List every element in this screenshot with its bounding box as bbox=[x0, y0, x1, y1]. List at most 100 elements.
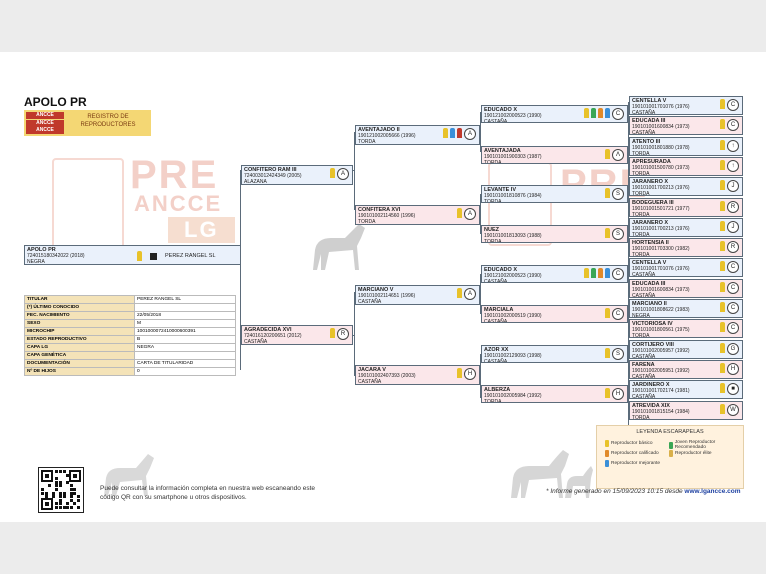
gen3-color: TORDA bbox=[484, 199, 502, 203]
gen2-name: JACARA V bbox=[358, 367, 386, 373]
gen2-color: TORDA bbox=[358, 139, 376, 145]
gen3-name: NUEZ bbox=[484, 227, 499, 233]
gen4-color: TORDA bbox=[632, 150, 650, 156]
ribbon-icon bbox=[720, 159, 725, 170]
brand-icon: H bbox=[464, 368, 476, 380]
gen3-card[interactable]: LEVANTE IV 190101001810876 (1984) TORDA … bbox=[481, 185, 628, 203]
gen4-id: 190101001501721 (1977) bbox=[632, 205, 690, 212]
gen4-name: ATENTO III bbox=[632, 138, 661, 145]
gen2-color: CASTAÑA bbox=[358, 379, 382, 385]
ribbon-icon bbox=[720, 383, 725, 394]
ribbon-icon bbox=[720, 403, 725, 414]
gen2-card[interactable]: JACARA V 190101002407393 (2003) CASTAÑA … bbox=[355, 365, 480, 385]
brand-icon: C bbox=[727, 99, 739, 111]
gen3-card[interactable]: AZOR XX 190101002129093 (1998) CASTAÑA S bbox=[481, 345, 628, 363]
gen3-card[interactable]: AVENTAJADA 190101001900303 (1987) TORDA … bbox=[481, 146, 628, 164]
gen2-card[interactable]: MARCIANO V 190101002114651 (1996) CASTAÑ… bbox=[355, 285, 480, 305]
gen4-color: CASTAÑA bbox=[632, 130, 656, 136]
qr-code[interactable] bbox=[38, 467, 84, 513]
legend-item: Reproductor mejorante bbox=[605, 460, 660, 467]
gen3-color: CASTAÑA bbox=[484, 319, 508, 323]
gen3-card[interactable]: EDUCADO X 190121002000523 (1990) CASTAÑA… bbox=[481, 105, 628, 123]
ribbon-icon bbox=[720, 322, 725, 333]
sire-card[interactable]: CONFITERO RAM III 724003012424349 (2005)… bbox=[241, 165, 353, 185]
legend-label: Reproductor élite bbox=[675, 451, 712, 456]
website-link[interactable]: www.lgancce.com bbox=[684, 488, 741, 495]
table-value: 0 bbox=[134, 367, 236, 376]
gen4-id: 190101002005957 (1992) bbox=[632, 347, 690, 354]
dam-card[interactable]: AGRADECIDA XVI 724016120200651 (2012) CA… bbox=[241, 325, 353, 345]
gen4-name: APRESURADA bbox=[632, 158, 671, 165]
gen4-name: JARANERO X bbox=[632, 219, 669, 226]
gen3-card[interactable]: EDUCADO X 190121002000523 (1990) CASTAÑA… bbox=[481, 265, 628, 283]
ribbon-icon bbox=[330, 328, 335, 338]
gen3-color: TORDA bbox=[484, 399, 502, 403]
legend-label: Reproductor básico bbox=[611, 441, 653, 446]
ribbon-icon bbox=[457, 368, 462, 378]
gen2-card[interactable]: CONFITERA XVI 190101002114560 (1996) TOR… bbox=[355, 205, 480, 225]
gen3-id: 190101001810876 (1984) bbox=[484, 193, 542, 199]
legend-item: Reproductor básico bbox=[605, 440, 653, 447]
table-value: M bbox=[134, 319, 236, 328]
gen3-color: TORDA bbox=[484, 239, 502, 243]
gen2-id: 190101002407393 (2003) bbox=[358, 373, 416, 379]
ribbon-icon bbox=[605, 348, 610, 358]
dam-color: CASTAÑA bbox=[244, 339, 268, 345]
ribbon-icon bbox=[443, 128, 448, 138]
gen2-card[interactable]: AVENTAJADO II 190121002005666 (1996) TOR… bbox=[355, 125, 480, 145]
brand-icon bbox=[150, 252, 157, 260]
gen4-name: MARCIANO II bbox=[632, 301, 667, 307]
ribbon-icon bbox=[605, 440, 609, 447]
gen4-color: TORDA bbox=[632, 333, 650, 339]
gen3-card[interactable]: NUEZ 190101001813093 (1988) TORDA S bbox=[481, 225, 628, 243]
gen3-id: 190121002000523 (1990) bbox=[484, 273, 542, 279]
table-key: ESTADO REPRODUCTIVO bbox=[24, 335, 135, 344]
ribbon-icon bbox=[605, 268, 610, 278]
brand-icon: H bbox=[727, 362, 739, 375]
brand-icon: ↑ bbox=[727, 139, 739, 152]
gen4-name: JARDINERO X bbox=[632, 382, 670, 389]
ribbon-icon bbox=[137, 251, 142, 261]
dam-name: AGRADECIDA XVI bbox=[244, 327, 292, 333]
table-key: MICROCHIP bbox=[24, 327, 135, 336]
watermark-shield bbox=[52, 158, 124, 252]
ribbon-icon bbox=[669, 441, 673, 449]
ribbon-icon bbox=[605, 188, 610, 198]
gen3-card[interactable]: MARCIALA 190101002000519 (1990) CASTAÑA … bbox=[481, 305, 628, 323]
gen3-card[interactable]: ALBERZA 190101002005984 (1992) TORDA H bbox=[481, 385, 628, 403]
logo-flag: ANCCE bbox=[26, 112, 64, 119]
horse-silhouette-icon-2 bbox=[511, 450, 593, 498]
gen4-color: CASTAÑA bbox=[632, 394, 656, 400]
gen4-color: CASTAÑA bbox=[632, 353, 656, 359]
gen3-name: MARCIALA bbox=[484, 307, 514, 313]
gen2-name: MARCIANO V bbox=[358, 287, 394, 293]
table-value: B bbox=[134, 335, 236, 344]
legend-label: Joven Reproductor Recomendado bbox=[674, 440, 716, 450]
subject-card[interactable]: APOLO PR 724015180342022 (2018) NEGRA PE… bbox=[24, 245, 241, 265]
gen3-id: 190101002000519 (1990) bbox=[484, 313, 542, 319]
subject-color: NEGRA bbox=[27, 259, 45, 265]
subject-id: 724015180342022 (2018) bbox=[27, 253, 85, 259]
ribbon-icon bbox=[598, 108, 603, 118]
gen4-name: EDUCADA III bbox=[632, 280, 666, 287]
brand-icon: H bbox=[612, 388, 624, 400]
